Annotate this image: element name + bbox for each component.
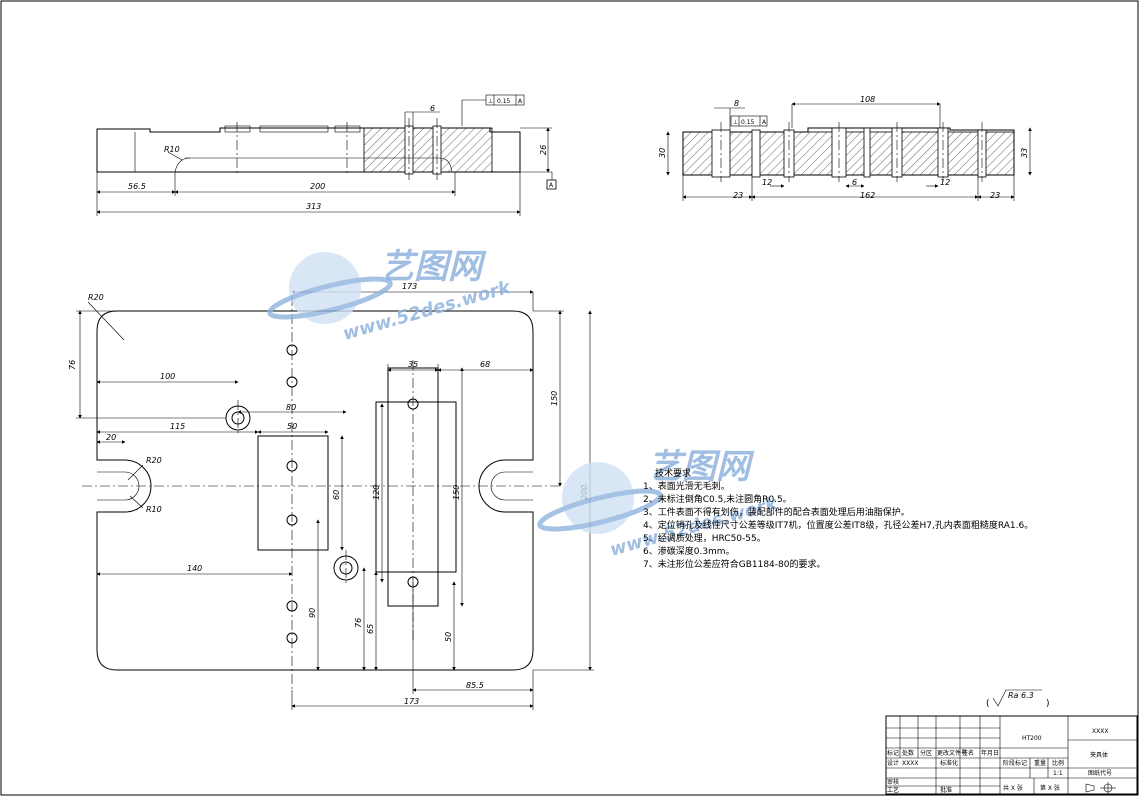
tb-company: XXXX xyxy=(1092,728,1108,735)
note-item-7: 7、未注形位公差应符合GB1184-80的要求。 xyxy=(643,558,825,570)
tolerance-value-right: 0.15 xyxy=(741,119,755,126)
dim-150: 150 xyxy=(550,391,559,406)
dim-r20-corner: R20 xyxy=(88,293,104,302)
dim-68: 68 xyxy=(480,360,490,369)
tb-rev-count: 处数 xyxy=(902,749,914,757)
watermark-logo-1 xyxy=(267,252,393,324)
tb-approve-label: 批准 xyxy=(940,786,952,794)
note-item-3: 3、工件表面不得有划伤，装配部件的配合表面处理后用油脂保护。 xyxy=(643,506,910,518)
dim-115: 115 xyxy=(170,422,185,431)
dim-108: 108 xyxy=(860,95,875,104)
svg-text:(: ( xyxy=(986,699,990,709)
dim-65: 65 xyxy=(366,624,375,634)
dim-313: 313 xyxy=(306,202,321,211)
dim-33: 33 xyxy=(1020,148,1029,158)
dim-56-5: 56.5 xyxy=(128,182,146,191)
dim-162: 162 xyxy=(860,191,875,200)
side-section-view xyxy=(666,102,1032,201)
tb-rev-doc: 更改文件号 xyxy=(937,749,967,757)
datum-label: A xyxy=(549,182,554,189)
tb-sheet-no: 第 X 张 xyxy=(1040,784,1060,792)
dim-50: 50 xyxy=(287,422,297,431)
dim-r10-top-left: R10 xyxy=(164,145,180,154)
tolerance-datum-left: A xyxy=(518,98,523,105)
dim-23-left: 23 xyxy=(733,191,743,200)
dim-r20-slot: R20 xyxy=(146,456,162,465)
dim-76: 76 xyxy=(68,360,77,370)
dim-120: 120 xyxy=(372,485,381,500)
note-item-6: 6、渗碳深度0.3mm。 xyxy=(643,545,735,557)
tolerance-datum-right: A xyxy=(762,119,767,126)
dim-26: 26 xyxy=(539,145,548,155)
tb-rev-sign: 签名 xyxy=(962,749,974,757)
note-item-5: 5、经调质处理，HRC50-55。 xyxy=(643,532,766,544)
dim-76b: 76 xyxy=(354,618,363,628)
dim-90: 90 xyxy=(308,608,317,618)
tb-rev-mark: 标记 xyxy=(887,749,899,757)
dim-6-right: 6 xyxy=(852,178,857,187)
dim-200-top: 200 xyxy=(310,182,325,191)
tb-stage-label: 阶段标记 xyxy=(1003,759,1027,767)
tb-rev-zone: 分区 xyxy=(920,749,932,757)
dim-35: 35 xyxy=(408,360,418,369)
dim-12-left: 12 xyxy=(762,178,772,187)
dim-160: 150 xyxy=(452,485,461,500)
tb-sheet-total: 共 X 张 xyxy=(1003,784,1023,792)
tb-scale-label: 比例 xyxy=(1052,759,1064,767)
dim-100: 100 xyxy=(160,372,175,381)
dim-r10-slot: R10 xyxy=(146,505,162,514)
watermark-logo-2 xyxy=(537,462,663,534)
plan-view xyxy=(76,290,594,710)
dim-173-bottom: 173 xyxy=(404,697,419,706)
tb-process-label: 工艺 xyxy=(887,786,899,794)
svg-text:): ) xyxy=(1046,699,1050,709)
tolerance-symbol-left: ⊥ xyxy=(488,98,493,105)
note-item-1: 1、表面光滑无毛刺。 xyxy=(643,480,730,492)
tb-standard-label: 标准化 xyxy=(940,759,958,767)
dim-80: 80 xyxy=(286,403,296,412)
tb-designer-name: XXXX xyxy=(902,760,918,767)
tb-check-label: 审核 xyxy=(887,778,899,786)
dim-173-top: 173 xyxy=(402,282,417,291)
note-item-2: 2、未标注倒角C0.5,未注圆角R0.5。 xyxy=(643,493,792,505)
dim-20: 20 xyxy=(106,433,116,442)
surface-finish-value: Ra 6.3 xyxy=(1008,691,1034,700)
tb-drawing-no-label: 图纸代号 xyxy=(1088,769,1112,777)
dim-23-right: 23 xyxy=(990,191,1000,200)
tb-part-name: 夹具体 xyxy=(1090,751,1108,759)
note-item-4: 4、定位销孔及线性尺寸公差等级IT7机，位置度公差IT8级，孔径公差H7,孔内表… xyxy=(643,519,1033,531)
tb-designer-label: 设计 xyxy=(887,759,899,767)
dim-12-right: 12 xyxy=(940,178,950,187)
dim-6-top-left: 6 xyxy=(430,104,435,113)
tb-weight-label: 重量 xyxy=(1034,759,1046,767)
front-section-view xyxy=(96,94,557,216)
surface-finish-symbol: ( ) xyxy=(986,689,1050,709)
tb-scale-value: 1:1 xyxy=(1053,770,1063,777)
notes-title: 技术要求 xyxy=(655,467,691,479)
tolerance-symbol-right: ⊥ xyxy=(733,119,738,126)
dim-85-5: 85.5 xyxy=(466,681,484,690)
dim-60: 60 xyxy=(332,490,341,500)
watermark-logo-text-2: 艺图网 xyxy=(648,447,755,487)
title-block xyxy=(885,715,1138,795)
dim-30: 30 xyxy=(658,148,667,158)
watermark-logo-text-1: 艺图网 xyxy=(380,247,487,287)
dim-8: 8 xyxy=(734,99,739,108)
tb-material: HT200 xyxy=(1022,735,1042,742)
dim-140: 140 xyxy=(187,564,202,573)
dim-50b: 50 xyxy=(444,632,453,642)
tolerance-value-left: 0.15 xyxy=(497,98,511,105)
tb-rev-date: 年月日 xyxy=(981,749,999,757)
